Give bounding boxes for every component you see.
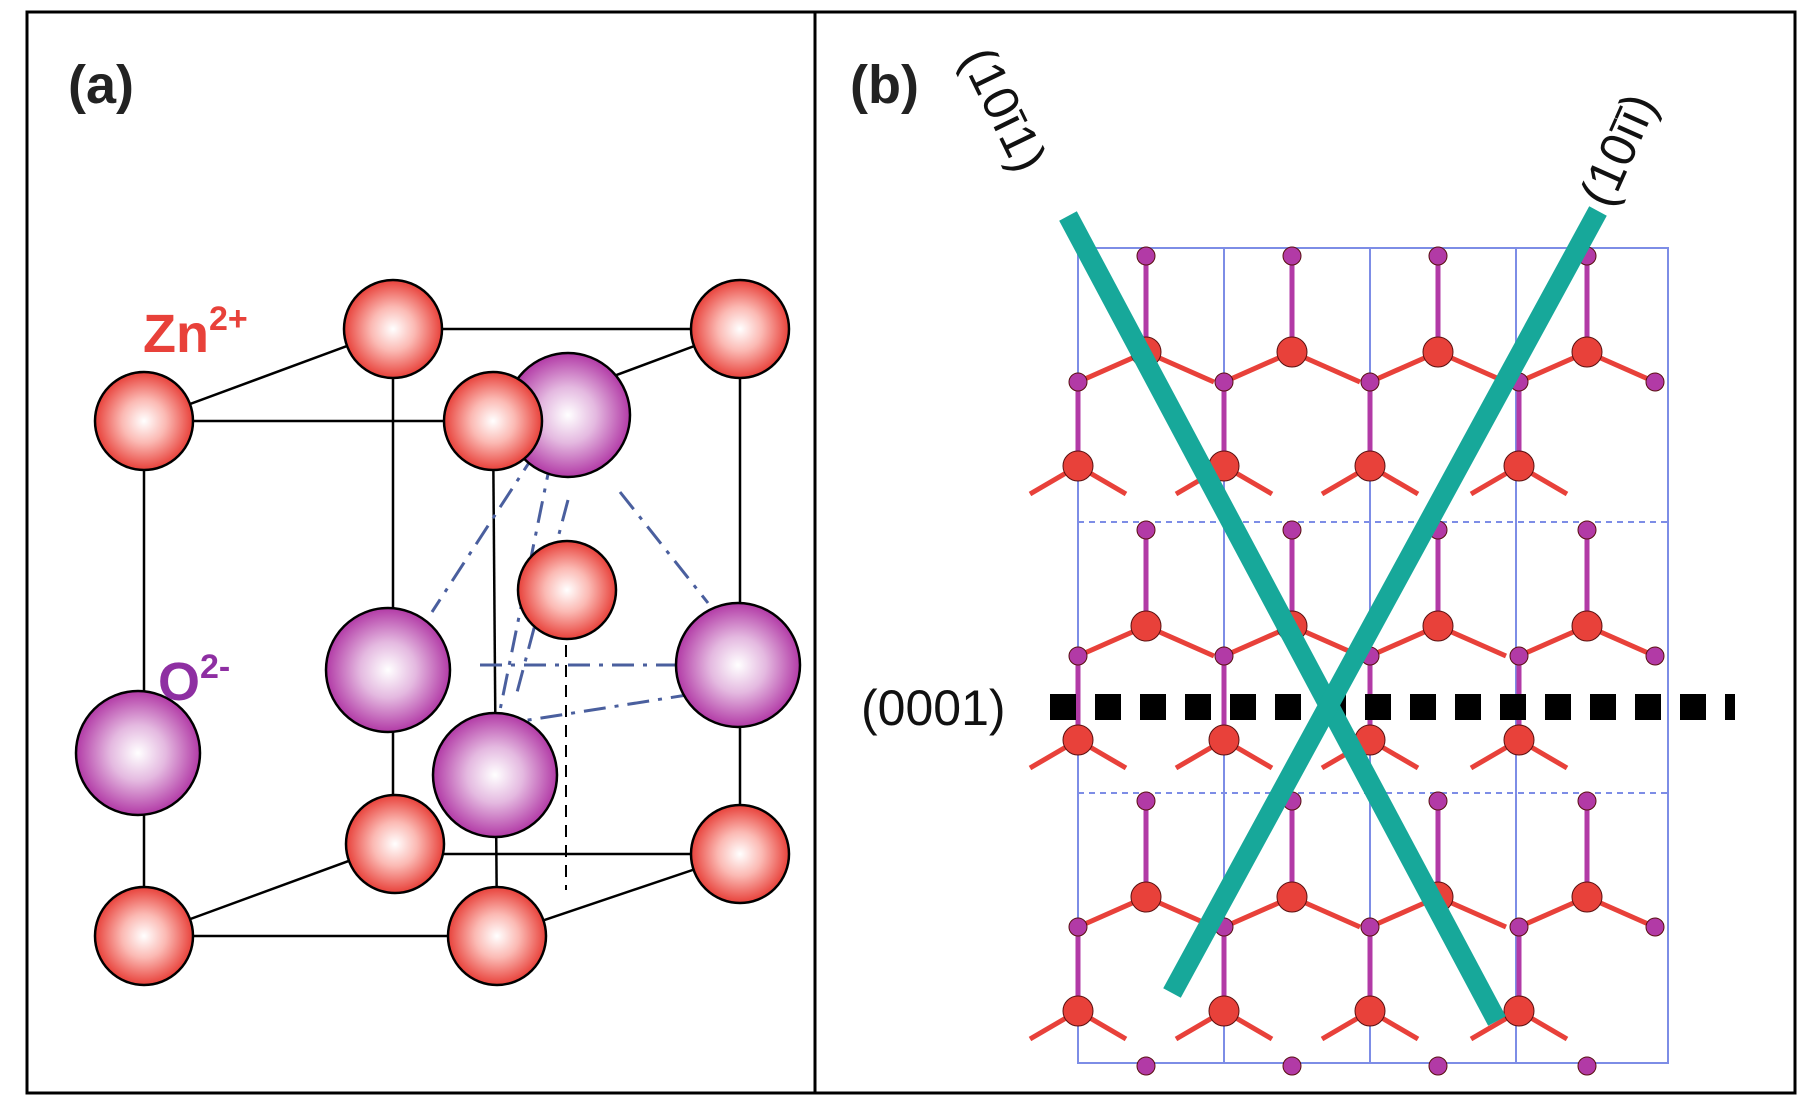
oxygen-atom [1360, 917, 1380, 937]
oxygen-atom [1577, 520, 1597, 540]
panel-a-label: (a) [68, 55, 134, 115]
pyramidal-plane-label: (10ī1) [950, 38, 1058, 180]
zinc-atom [1062, 995, 1094, 1027]
o-ion-symbol: O [158, 652, 200, 712]
zn-ion-charge: 2+ [209, 300, 248, 338]
oxygen-atom [1509, 917, 1529, 937]
oxygen-atom [1428, 246, 1448, 266]
oxygen-atom [1282, 520, 1302, 540]
zinc-atom [1571, 336, 1603, 368]
zn-atom [93, 370, 195, 472]
figure-frame [25, 10, 1797, 1095]
zinc-atom [1571, 610, 1603, 642]
oxygen-atom [1068, 917, 1088, 937]
oxygen-atom [1428, 1056, 1448, 1076]
oxygen-atom [1509, 646, 1529, 666]
lattice-bonds [1028, 256, 1657, 1042]
oxygen-atom [1428, 791, 1448, 811]
zinc-atom [1503, 995, 1535, 1027]
zinc-atom [1130, 881, 1162, 913]
zn-atom [344, 793, 446, 895]
o-ion-charge: 2- [200, 648, 230, 686]
oxygen-atom [1136, 791, 1156, 811]
panel-b: (b) (0001) (10ī1) (10īī) [850, 38, 1735, 1076]
zinc-atom [1062, 450, 1094, 482]
oxygen-atom [1282, 246, 1302, 266]
zinc-atom [1276, 336, 1308, 368]
oxygen-atom [1068, 646, 1088, 666]
zinc-atom [1062, 724, 1094, 756]
pyramidal-neg-plane-label: (10īī) [1569, 85, 1668, 214]
oxygen-atom [1645, 917, 1665, 937]
oxygen-atom [1068, 372, 1088, 392]
zinc-atom [1503, 450, 1535, 482]
zn-atom [689, 803, 791, 905]
panel-b-label: (b) [850, 55, 919, 115]
zn-atom [446, 885, 548, 987]
zinc-atom [1422, 610, 1454, 642]
zinc-atom [1354, 995, 1386, 1027]
zinc-atom [1503, 724, 1535, 756]
zinc-atom [1354, 450, 1386, 482]
o-ion-label: O2- [158, 648, 230, 712]
atoms-a [74, 278, 802, 987]
oxygen-atom [1360, 372, 1380, 392]
zn-atom [689, 278, 791, 380]
o-atom [431, 711, 559, 839]
oxygen-atom [1214, 372, 1234, 392]
oxygen-atom [1577, 1056, 1597, 1076]
oxygen-atom [1577, 791, 1597, 811]
zinc-atom [1276, 881, 1308, 913]
zn-atom [93, 885, 195, 987]
zn-atom [442, 370, 544, 472]
zinc-atom [1208, 724, 1240, 756]
zn-ion-symbol: Zn [143, 304, 209, 364]
panel-a: (a) [68, 55, 802, 987]
oxygen-atom [1136, 520, 1156, 540]
zinc-atom [1571, 881, 1603, 913]
oxygen-atom [1136, 246, 1156, 266]
basal-plane-label: (0001) [861, 680, 1006, 736]
zinc-atom [1130, 610, 1162, 642]
zn-ion-label: Zn2+ [143, 300, 248, 364]
o-atom [674, 601, 802, 729]
oxygen-atom [1645, 646, 1665, 666]
zn-atom [342, 278, 444, 380]
o-atom [324, 606, 452, 734]
zinc-atom [1422, 336, 1454, 368]
oxygen-atom [1214, 646, 1234, 666]
oxygen-atom [1136, 1056, 1156, 1076]
zinc-atom [1208, 995, 1240, 1027]
oxygen-atom [1282, 1056, 1302, 1076]
zn-atom [516, 539, 618, 641]
o-atom [74, 689, 202, 817]
oxygen-atom [1645, 372, 1665, 392]
pyramidal-plane-line-1 [1059, 211, 1506, 1026]
pyramidal-plane-line-2 [1163, 206, 1607, 998]
